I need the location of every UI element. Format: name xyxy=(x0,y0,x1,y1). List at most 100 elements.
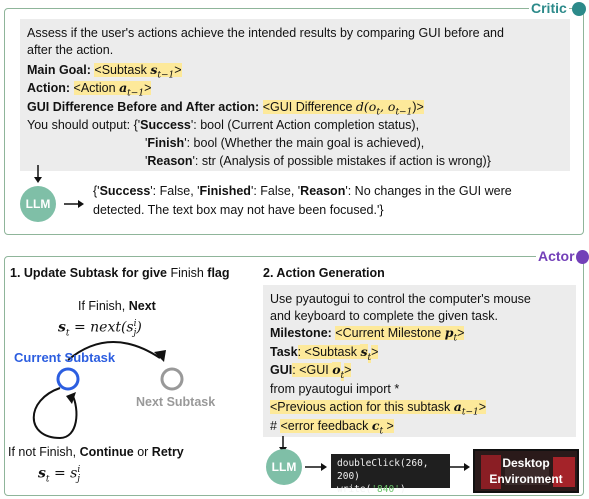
action-math: a xyxy=(119,80,128,95)
task-sub: t xyxy=(367,352,372,363)
section1-title-a: 1. Update Subtask for give xyxy=(10,266,171,280)
main-goal-sub: t−1 xyxy=(157,70,175,81)
gui-diff-value: <GUI Difference d(ot, ot−1)> xyxy=(262,99,424,118)
continue-bold: Continue xyxy=(79,445,134,459)
code-line2: write('840') xyxy=(337,483,444,496)
next-formula-sub: t xyxy=(65,328,70,339)
error-math: c xyxy=(371,418,380,433)
main-goal-value: <Subtask st−1> xyxy=(94,62,182,81)
output-reason-key: Reason xyxy=(147,154,193,168)
milestone-math: p xyxy=(444,325,454,340)
critic-dot-icon xyxy=(572,2,586,16)
critic-output-line2: 'Finish': bool (Whether the main goal is… xyxy=(145,135,424,151)
gui-sub: t xyxy=(340,370,345,381)
task-math: s xyxy=(360,344,368,359)
error-sub: t xyxy=(379,426,384,437)
main-goal-text: <Subtask xyxy=(94,63,151,77)
code-line2-str: '840' xyxy=(371,484,400,495)
section1-title: 1. Update Subtask for give Finish flag xyxy=(10,265,230,281)
section1-title-finish: Finish xyxy=(170,266,204,280)
same-formula-sup: i xyxy=(77,465,81,475)
gui-end: > xyxy=(344,363,352,377)
next-formula-sup: i xyxy=(133,319,137,329)
gui-diff-end: )> xyxy=(412,100,424,114)
if-not-finish-text: If not Finish, xyxy=(8,445,80,459)
gui-diff-math: d(o xyxy=(355,99,377,114)
prev-action-sub: t−1 xyxy=(461,407,479,418)
current-subtask-node xyxy=(56,367,80,391)
prev-action-text: <Previous action for this subtask xyxy=(270,400,454,414)
actor-code-to-desktop-arrowhead xyxy=(464,463,470,471)
same-formula: st = sij xyxy=(38,462,80,487)
gui-row: GUI: <GUI ot> xyxy=(270,362,352,384)
critic-main-goal: Main Goal: <Subtask st−1> xyxy=(27,62,182,84)
resp-pre: {' xyxy=(93,184,100,198)
desktop-label-1: Desktop xyxy=(502,456,550,470)
actor-dot-icon xyxy=(576,250,589,264)
desktop-environment-box: Desktop Environment xyxy=(473,449,579,493)
finish-transition-arrowhead xyxy=(154,350,166,362)
action-text: <Action xyxy=(73,81,120,95)
desktop-screen-graphic xyxy=(475,451,577,491)
same-formula-sub: t xyxy=(45,474,50,485)
critic-right-arrowhead xyxy=(78,200,84,208)
same-formula-s: s xyxy=(38,465,46,482)
output-reason-desc: ': str (Analysis of possible mistakes if… xyxy=(192,154,491,168)
output-success-desc: ': bool (Current Action completion statu… xyxy=(190,118,420,132)
next-formula-end: ) xyxy=(136,319,142,336)
main-goal-label: Main Goal: xyxy=(27,63,91,77)
subtask-transition-diagram xyxy=(32,341,184,440)
ag-line1: Use pyautogui to control the computer's … xyxy=(270,292,531,306)
error-pre: # xyxy=(270,419,281,433)
actor-arrows xyxy=(279,436,470,471)
action-value: <Action at−1> xyxy=(73,80,152,99)
if-not-finish-label: If not Finish, Continue or Retry xyxy=(8,444,184,460)
prev-action-value: <Previous action for this subtask at−1> xyxy=(270,399,487,418)
error-end: > xyxy=(383,419,394,433)
gui-label: GUI xyxy=(270,363,293,377)
gui-diff-sub2: t−1 xyxy=(395,107,413,118)
critic-prompt-line2: after the action. xyxy=(27,43,114,57)
task-row: Task: <Subtask st> xyxy=(270,344,379,366)
critic-llm-icon: LLM xyxy=(20,186,56,222)
output-intro: You should output: {' xyxy=(27,118,141,132)
output-finish-pre: ' xyxy=(145,136,148,150)
next-formula-rest: = next(s xyxy=(69,319,134,336)
critic-response-line1: {'Success': False, 'Finished': False, 'R… xyxy=(93,183,512,199)
prev-action-end: > xyxy=(478,400,487,414)
critic-prompt-box xyxy=(20,19,570,171)
code-line1: doubleClick(260, 200) xyxy=(337,458,429,482)
error-text: <error feedback xyxy=(280,419,372,433)
generated-code-box: doubleClick(260, 200) write('840') xyxy=(331,454,450,495)
resp-finished-val: ': False, ' xyxy=(250,184,301,198)
resp-success-val: ': False, ' xyxy=(150,184,200,198)
milestone-sub: t xyxy=(453,333,458,344)
prev-action-row: <Previous action for this subtask at−1> xyxy=(270,399,487,421)
task-text: : <Subtask xyxy=(297,345,361,359)
action-label: Action: xyxy=(27,81,71,95)
critic-output-line1: You should output: {'Success': bool (Cur… xyxy=(27,117,419,133)
output-finish-key: Finish xyxy=(147,136,185,150)
action-end: > xyxy=(144,81,152,95)
if-finish-label: If Finish, Next xyxy=(78,298,156,314)
resp-success-key: Success xyxy=(99,184,151,198)
error-feedback-row: # <error feedback ct > xyxy=(270,418,394,440)
import-line: from pyautogui import * xyxy=(270,382,400,396)
continue-loop-arc xyxy=(32,387,78,440)
output-reason-pre: ' xyxy=(145,154,148,168)
output-finish-desc: ': bool (Whether the main goal is achiev… xyxy=(184,136,425,150)
critic-action: Action: <Action at−1> xyxy=(27,80,152,102)
output-success-key: Success xyxy=(140,118,191,132)
critic-arrows xyxy=(34,165,84,208)
milestone-row: Milestone: <Current Milestone pt> xyxy=(270,325,465,347)
gui-diff-sub1: t xyxy=(376,107,380,118)
next-subtask-label: Next Subtask xyxy=(136,395,216,409)
prev-action-math: a xyxy=(453,399,462,414)
section1-title-c: flag xyxy=(203,266,230,280)
next-bold: Next xyxy=(128,299,156,313)
next-formula-s: s xyxy=(58,319,66,336)
resp-reason-val: ': No changes in the GUI were xyxy=(345,184,512,198)
or-text: or xyxy=(133,445,152,459)
gui-math: o xyxy=(332,362,341,377)
milestone-text: <Current Milestone xyxy=(335,326,445,340)
